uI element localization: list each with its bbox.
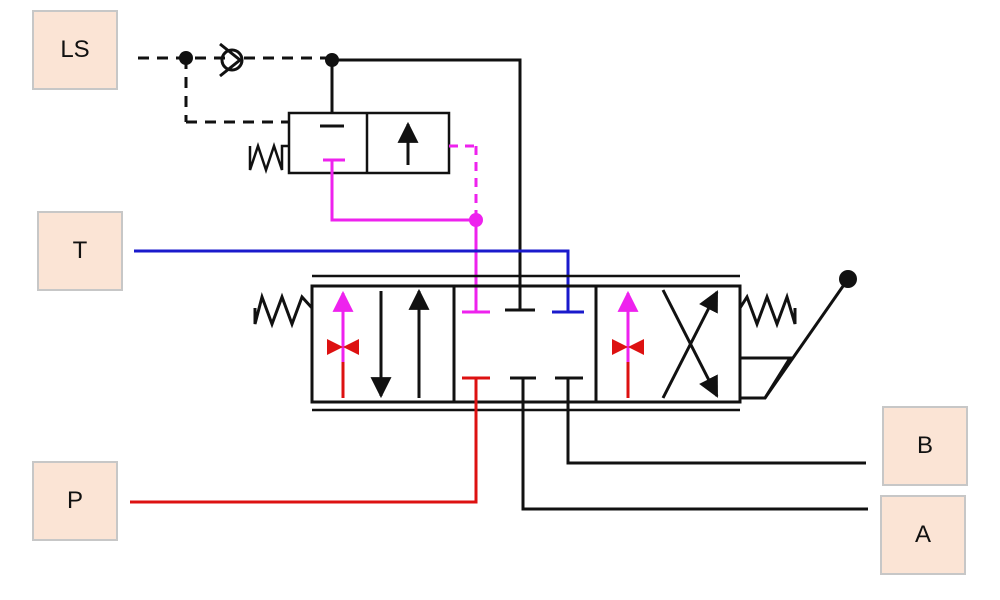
compensator-valve	[287, 111, 451, 175]
check-valve-icon	[219, 42, 244, 78]
center-envelope	[462, 298, 583, 380]
ls-junction-dot	[179, 51, 193, 65]
port-b-label: B	[882, 406, 968, 486]
pilot-line	[323, 144, 490, 314]
throttle-icon	[612, 339, 628, 355]
throttle-icon	[327, 339, 343, 355]
tank-line	[134, 249, 584, 314]
ls-to-valve-line	[332, 58, 522, 298]
port-a-label: A	[880, 495, 966, 575]
port-b-line	[566, 378, 866, 465]
right-spring-icon	[738, 292, 797, 329]
left-spring-icon	[253, 291, 314, 329]
pressure-line	[130, 378, 478, 504]
left-envelope	[327, 288, 430, 399]
compensator-spring-icon	[248, 142, 289, 174]
port-p-label: P	[32, 461, 118, 541]
main-directional-valve	[310, 274, 742, 412]
lever-handle-icon	[740, 270, 857, 400]
port-ls-label: LS	[32, 10, 118, 90]
port-a-line	[521, 378, 868, 511]
right-envelope	[612, 289, 719, 399]
port-t-label: T	[37, 211, 123, 291]
